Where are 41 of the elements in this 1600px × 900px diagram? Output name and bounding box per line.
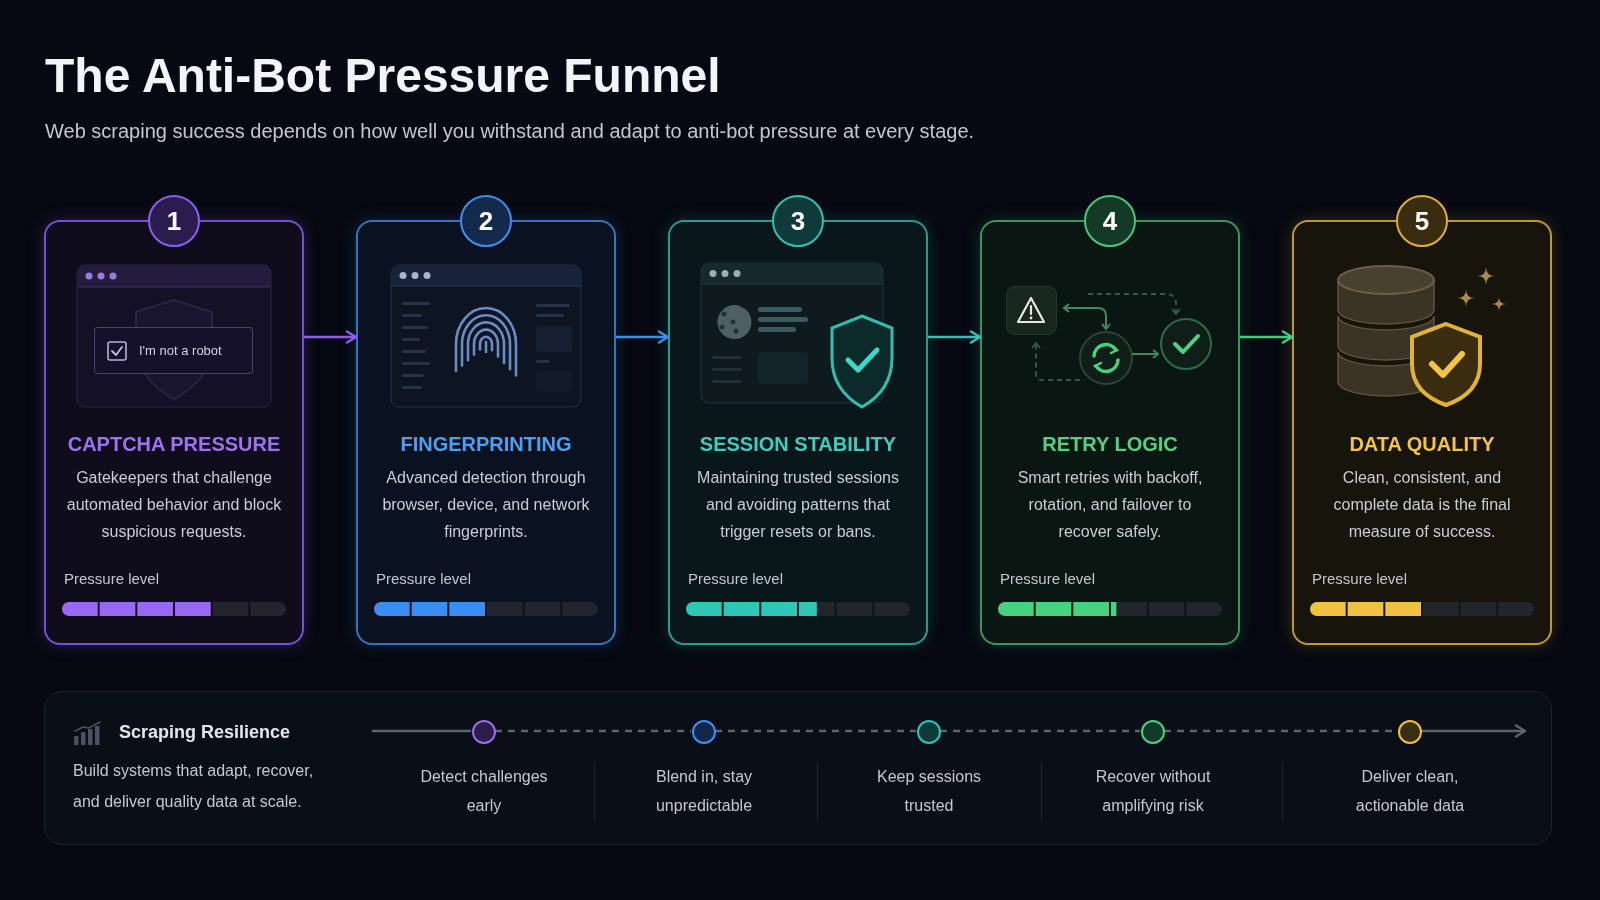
meter-label: Pressure level	[63, 569, 160, 589]
stage-description: Maintaining trusted sessions and avoiding patterns that trigger resets or bans.	[696, 468, 900, 542]
meter-label: Pressure level	[687, 569, 784, 589]
line	[372, 729, 471, 733]
meter-label: Pressure level	[375, 569, 472, 589]
arrow	[928, 330, 982, 344]
step-number: 4	[1084, 195, 1136, 247]
stage-heading: CAPTCHA PRESSURE	[67, 432, 281, 456]
summary-panel	[44, 691, 1552, 845]
meter-label: Pressure level	[999, 569, 1096, 589]
subtitle: Web scraping success depends on how well you withstand and adapt to anti-bot pressure at every stage.	[45, 119, 975, 143]
stage-heading: DATA QUALITY	[1349, 432, 1495, 456]
stage-description: Advanced detection through browser, device, and network fingerprints.	[381, 468, 591, 542]
stage-heading: FINGERPRINTING	[400, 432, 572, 456]
captcha-checkbox-widget	[94, 327, 253, 374]
stage-description: Smart retries with backoff, rotation, and failover to recover safely.	[1016, 468, 1204, 542]
stage-description: Clean, consistent, and complete data is the final measure of success.	[1332, 468, 1512, 542]
stage-heading: SESSION STABILITY	[699, 432, 897, 456]
arrow	[304, 330, 358, 344]
milestone-caption: Blend in, stay unpredictable	[654, 767, 754, 816]
arrow	[1421, 724, 1527, 738]
milestone-caption: Recover without amplifying risk	[1094, 767, 1212, 816]
dashed-line	[940, 729, 1140, 733]
panel-description: Build systems that adapt, recover, and deliver quality data at scale.	[73, 761, 315, 812]
dashed-line	[495, 729, 691, 733]
stage-description: Gatekeepers that challenge automated behavior and block suspicious requests.	[65, 468, 283, 542]
panel-heading: Scraping Resilience	[119, 721, 291, 743]
dashed-line	[715, 729, 916, 733]
step-number: 5	[1396, 195, 1448, 247]
milestone-caption: Keep sessions trusted	[875, 767, 983, 816]
milestone-caption: Detect challenges early	[419, 767, 549, 816]
step-number: 1	[148, 195, 200, 247]
arrow	[1240, 330, 1294, 344]
title: The Anti-Bot Pressure Funnel	[45, 48, 721, 104]
meter-label: Pressure level	[1311, 569, 1408, 589]
arrow	[616, 330, 670, 344]
stage-heading: RETRY LOGIC	[1042, 432, 1178, 456]
step-number: 3	[772, 195, 824, 247]
captcha-label: I'm not a robot	[139, 342, 222, 359]
milestone-caption: Deliver clean, actionable data	[1354, 767, 1466, 816]
step-number: 2	[460, 195, 512, 247]
